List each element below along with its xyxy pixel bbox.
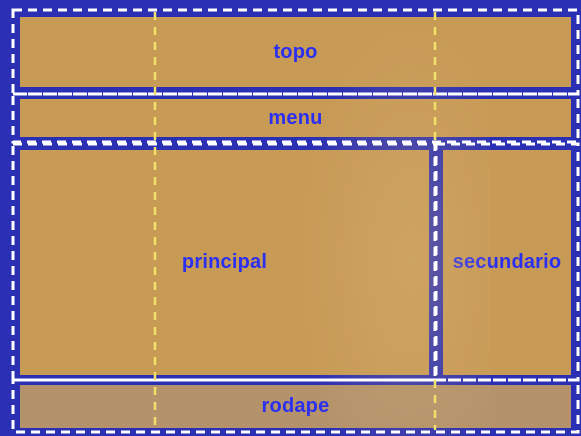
area-menu: menu <box>20 99 571 137</box>
area-topo: topo <box>20 17 571 87</box>
area-secundario: secundario <box>443 150 571 375</box>
area-topo-label: topo <box>273 40 318 63</box>
area-menu-label: menu <box>268 106 323 129</box>
area-principal-label: principal <box>181 251 268 273</box>
area-secundario-label: secundario <box>452 251 562 273</box>
area-rodape-label: rodape <box>261 395 330 417</box>
area-principal: principal <box>20 150 429 375</box>
area-rodape: rodape <box>20 385 571 428</box>
